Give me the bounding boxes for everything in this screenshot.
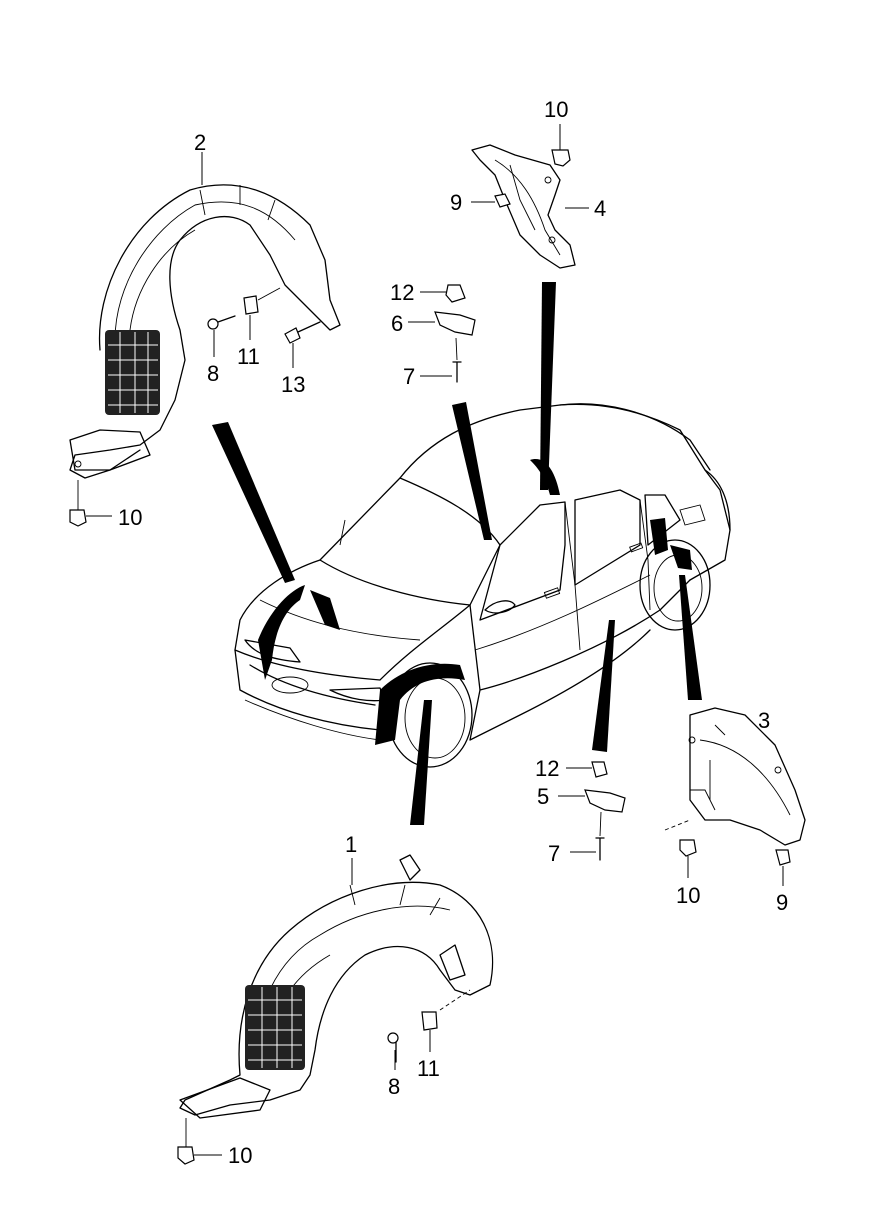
callout-4: 4	[594, 196, 606, 221]
clip-9-right	[775, 849, 791, 886]
nut-11-lower	[421, 1011, 438, 1052]
screw-8-left	[207, 315, 236, 357]
clip-9-top	[471, 193, 511, 208]
callout-12-lower: 12	[535, 756, 559, 781]
fender-liner-front-left	[179, 854, 494, 1119]
screw-7-lower	[570, 811, 605, 861]
callout-8-upper: 8	[207, 361, 219, 386]
callout-13: 13	[281, 372, 305, 397]
callout-10-right: 10	[676, 883, 700, 908]
rear-liner-upper-right	[471, 144, 576, 269]
callout-7-upper: 7	[403, 364, 415, 389]
screw-7-upper	[420, 337, 462, 383]
callout-11-upper: 11	[237, 344, 260, 369]
screw-8-lower	[387, 1032, 399, 1070]
clip-10-bottom	[177, 1118, 222, 1165]
clip-10-left	[69, 480, 112, 527]
callout-9-upper: 9	[450, 190, 462, 215]
callout-labels: 1 2 3 4 5 6 7 7 8 8 9 9 10 10 10 10 11 1…	[118, 97, 788, 1168]
callout-8-lower: 8	[388, 1074, 400, 1099]
callout-10-left: 10	[118, 505, 142, 530]
callout-1: 1	[345, 832, 357, 857]
bolt-13	[284, 321, 321, 368]
callout-9-lower: 9	[776, 890, 788, 915]
clip-10-right	[679, 839, 697, 878]
rear-liner-right	[664, 707, 806, 846]
callout-2: 2	[194, 130, 206, 155]
callout-3: 3	[758, 708, 770, 733]
clip-10-top	[551, 124, 571, 167]
fender-liner-front-right	[69, 184, 341, 479]
callout-5: 5	[537, 784, 549, 809]
bracket-6	[408, 311, 476, 336]
callout-12-upper: 12	[390, 280, 414, 305]
bracket-5	[558, 789, 626, 813]
car-fender-highlights	[258, 518, 692, 745]
car-body	[234, 403, 731, 768]
nut-11-left	[243, 287, 281, 340]
nut-12-lower	[566, 761, 608, 778]
callout-10-top: 10	[544, 97, 568, 122]
callout-6: 6	[391, 311, 403, 336]
callout-11-lower: 11	[417, 1056, 440, 1081]
callout-10-bottom: 10	[228, 1143, 252, 1168]
callout-7-lower: 7	[548, 841, 560, 866]
nut-12-upper	[420, 284, 466, 303]
pointer-wedges	[212, 282, 702, 825]
